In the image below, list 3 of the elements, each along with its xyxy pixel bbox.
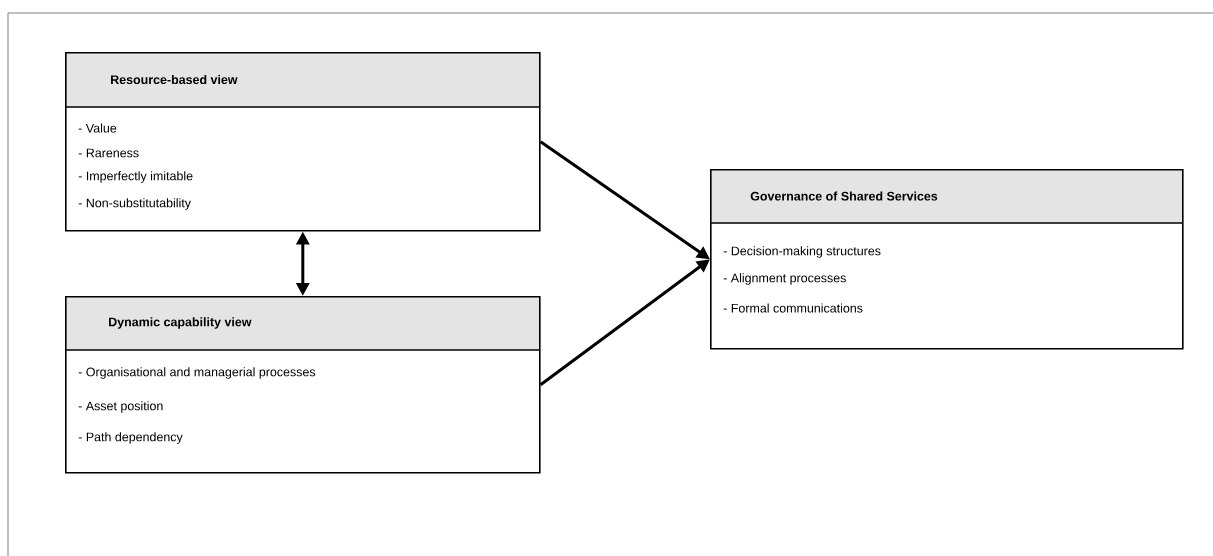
- list-box: Governance of Shared Services - Decision-making structures - Alignment processes - Formal communications: [709, 169, 1184, 350]
- list-box: Resource-based view - Value - Rareness - Imperfectly imitable - Non-substitutability: [64, 52, 541, 232]
- list-box: Dynamic capability view - Organisational and managerial processes - Asset position - Path dependency: [64, 296, 541, 474]
